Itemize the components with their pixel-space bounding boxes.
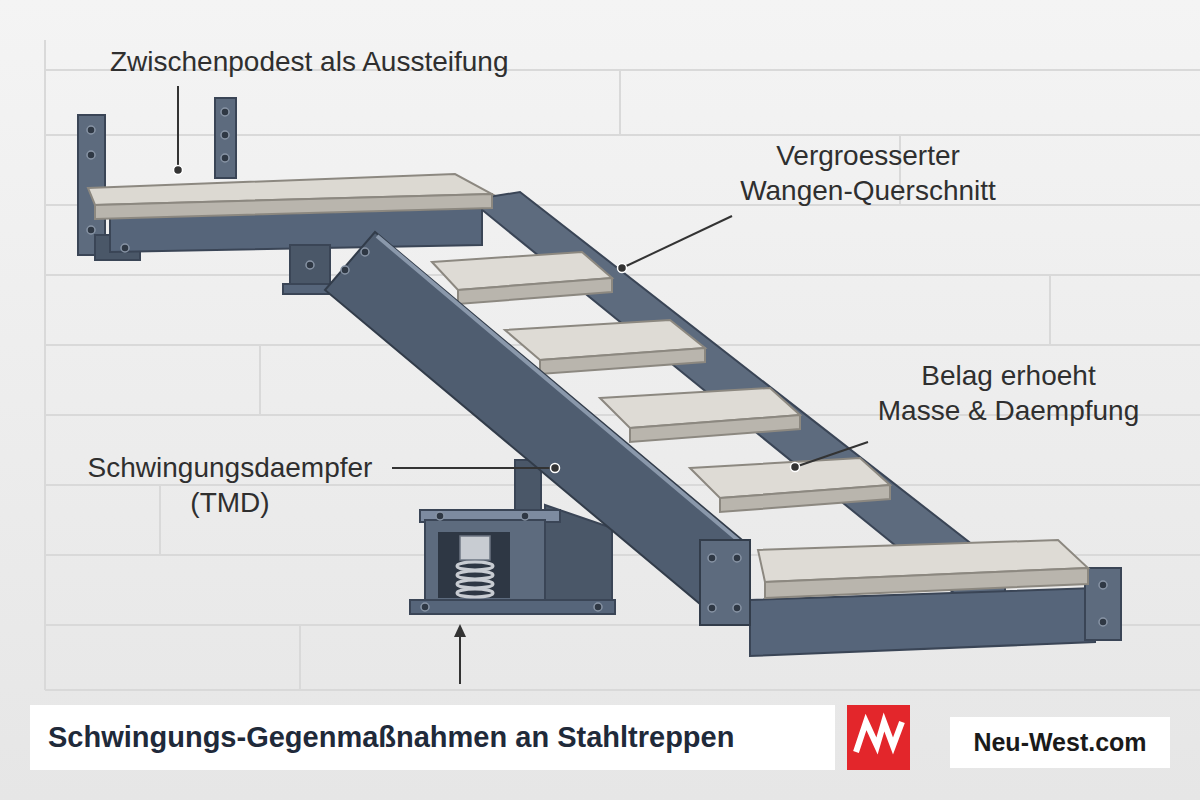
wall-joint	[1049, 275, 1051, 345]
leader-dot	[791, 463, 800, 472]
bolt	[87, 126, 95, 134]
leader-dot	[618, 264, 627, 273]
tread-edge	[720, 485, 890, 512]
callout-label: Schwingungsdaempfer (TMD)	[75, 450, 385, 520]
housing-opening	[438, 532, 510, 598]
landing-beam	[750, 588, 1095, 656]
spring-coil	[457, 562, 493, 570]
bolt	[733, 604, 741, 612]
bolts	[341, 248, 741, 612]
callout-label: Belag erhoeht Masse & Daempfung	[877, 358, 1140, 428]
bolt	[733, 554, 741, 562]
bolt	[708, 604, 716, 612]
base-plate	[410, 600, 615, 614]
logo-square	[847, 705, 910, 770]
wall-edge	[44, 40, 46, 690]
wall-joint	[159, 485, 161, 555]
bolt	[121, 244, 129, 252]
bolts	[87, 108, 314, 269]
tread-edge	[540, 348, 705, 374]
post	[215, 98, 236, 178]
bolt	[306, 261, 314, 269]
bolt	[221, 154, 229, 162]
bolt	[87, 226, 95, 234]
intermediate-landing	[78, 98, 492, 294]
leader-line	[177, 86, 179, 170]
caption-title: Schwingungs-Gegenmaßnahmen an Stahltrepp…	[30, 705, 835, 770]
leader-line	[795, 442, 868, 467]
spring-coil	[457, 571, 493, 579]
housing	[425, 520, 545, 602]
tread-edge	[630, 415, 800, 442]
logo-mark	[856, 722, 902, 752]
leader-dot	[174, 166, 183, 175]
bolt	[521, 512, 529, 520]
arrow-head	[454, 624, 466, 637]
wall-plate	[1085, 568, 1121, 640]
callout-label: Zwischenpodest als Aussteifung	[110, 44, 550, 79]
spring-coil	[457, 589, 493, 597]
bolt	[436, 512, 444, 520]
bolt	[341, 266, 349, 274]
bolt	[87, 151, 95, 159]
bolt	[221, 131, 229, 139]
landing-slab-edge	[765, 568, 1088, 598]
bolts	[421, 512, 602, 611]
bolt	[1099, 618, 1107, 626]
wall-joint	[619, 70, 621, 135]
landing-slab-edge	[95, 194, 492, 219]
bolt	[361, 248, 369, 256]
bolt	[421, 603, 429, 611]
bolt	[221, 108, 229, 116]
bolt	[708, 554, 716, 562]
wall-lines	[45, 40, 1200, 690]
cleat	[290, 245, 330, 287]
end-plate	[700, 540, 750, 625]
bolt	[594, 603, 602, 611]
spring	[457, 562, 493, 597]
front-stringer	[325, 232, 750, 625]
bolt	[1099, 581, 1107, 589]
arrow-line	[459, 634, 461, 684]
wall-joint	[259, 345, 261, 415]
stringer	[325, 232, 748, 625]
logo	[847, 705, 910, 770]
callout-label: Vergroesserter Wangen-Querschnitt	[737, 138, 999, 208]
bottom-landing	[750, 540, 1121, 656]
brand-label: Neu-West.com	[950, 717, 1170, 768]
leader-line	[622, 216, 732, 268]
stringer-highlight	[377, 236, 745, 546]
bolts	[1099, 581, 1107, 626]
wall-line	[45, 689, 1200, 691]
leader-dot	[551, 464, 560, 473]
damper-mass	[460, 536, 490, 560]
wall-joint	[299, 625, 301, 690]
tread-edge	[458, 278, 612, 304]
spring-coil	[457, 580, 493, 588]
leader-line	[392, 467, 555, 469]
